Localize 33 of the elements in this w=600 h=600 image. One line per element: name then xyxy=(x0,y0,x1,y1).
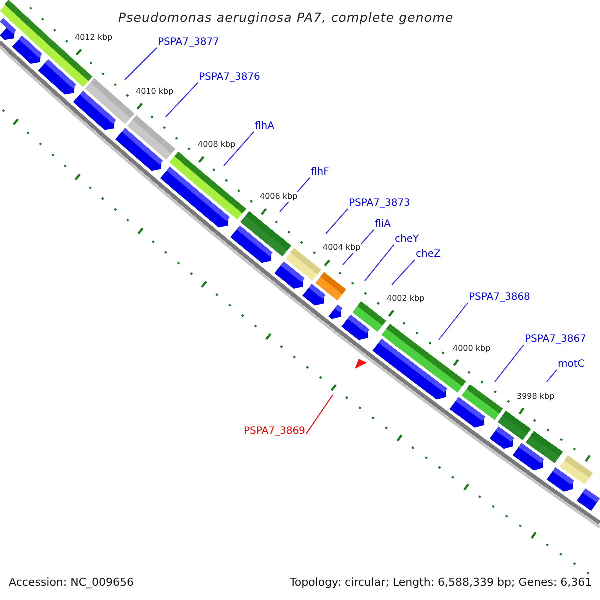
scale-label: 4004 kbp xyxy=(323,243,361,253)
gene-label: PSPA7_3868 xyxy=(469,292,530,304)
accession-text: Accession: NC_009656 xyxy=(9,576,134,589)
leader-line xyxy=(306,394,334,434)
leader-line xyxy=(438,302,468,340)
leader-line xyxy=(392,260,416,286)
gene-label: PSPA7_3876 xyxy=(199,72,260,84)
scale-label: 4006 kbp xyxy=(260,192,298,202)
scale-label: 4008 kbp xyxy=(198,140,236,150)
scale-label: 3998 kbp xyxy=(517,392,555,402)
gene-label: flhF xyxy=(311,167,330,179)
diagram-title: Pseudomonas aeruginosa PA7, complete genome xyxy=(118,10,454,25)
leader-line xyxy=(124,48,158,80)
genome-info-text: Topology: circular; Length: 6,588,339 bp; Genes: 6,361 xyxy=(290,576,592,589)
leader-line xyxy=(326,208,348,234)
scale-label: 4000 kbp xyxy=(453,344,491,354)
gene-label: flhA xyxy=(255,121,274,133)
leader-line xyxy=(494,344,524,382)
gene-label: PSPA7_3877 xyxy=(158,37,220,49)
gene-label: PSPA7_3869 xyxy=(244,426,306,438)
leader-line xyxy=(166,82,198,118)
scale-label: 4012 kbp xyxy=(75,33,113,43)
gene-label: PSPA7_3867 xyxy=(525,334,586,346)
scale-label: 4002 kbp xyxy=(387,294,425,304)
leader-line xyxy=(224,132,254,166)
leader-line xyxy=(546,370,558,382)
gene-label: motC xyxy=(558,359,585,371)
gene-label: cheZ xyxy=(416,249,441,261)
gene-label: PSPA7_3873 xyxy=(349,198,410,210)
scale-label: 4010 kbp xyxy=(136,87,174,97)
leader-line xyxy=(364,244,394,282)
gene-label: cheY xyxy=(395,234,420,246)
gene-label: fliA xyxy=(375,219,391,231)
